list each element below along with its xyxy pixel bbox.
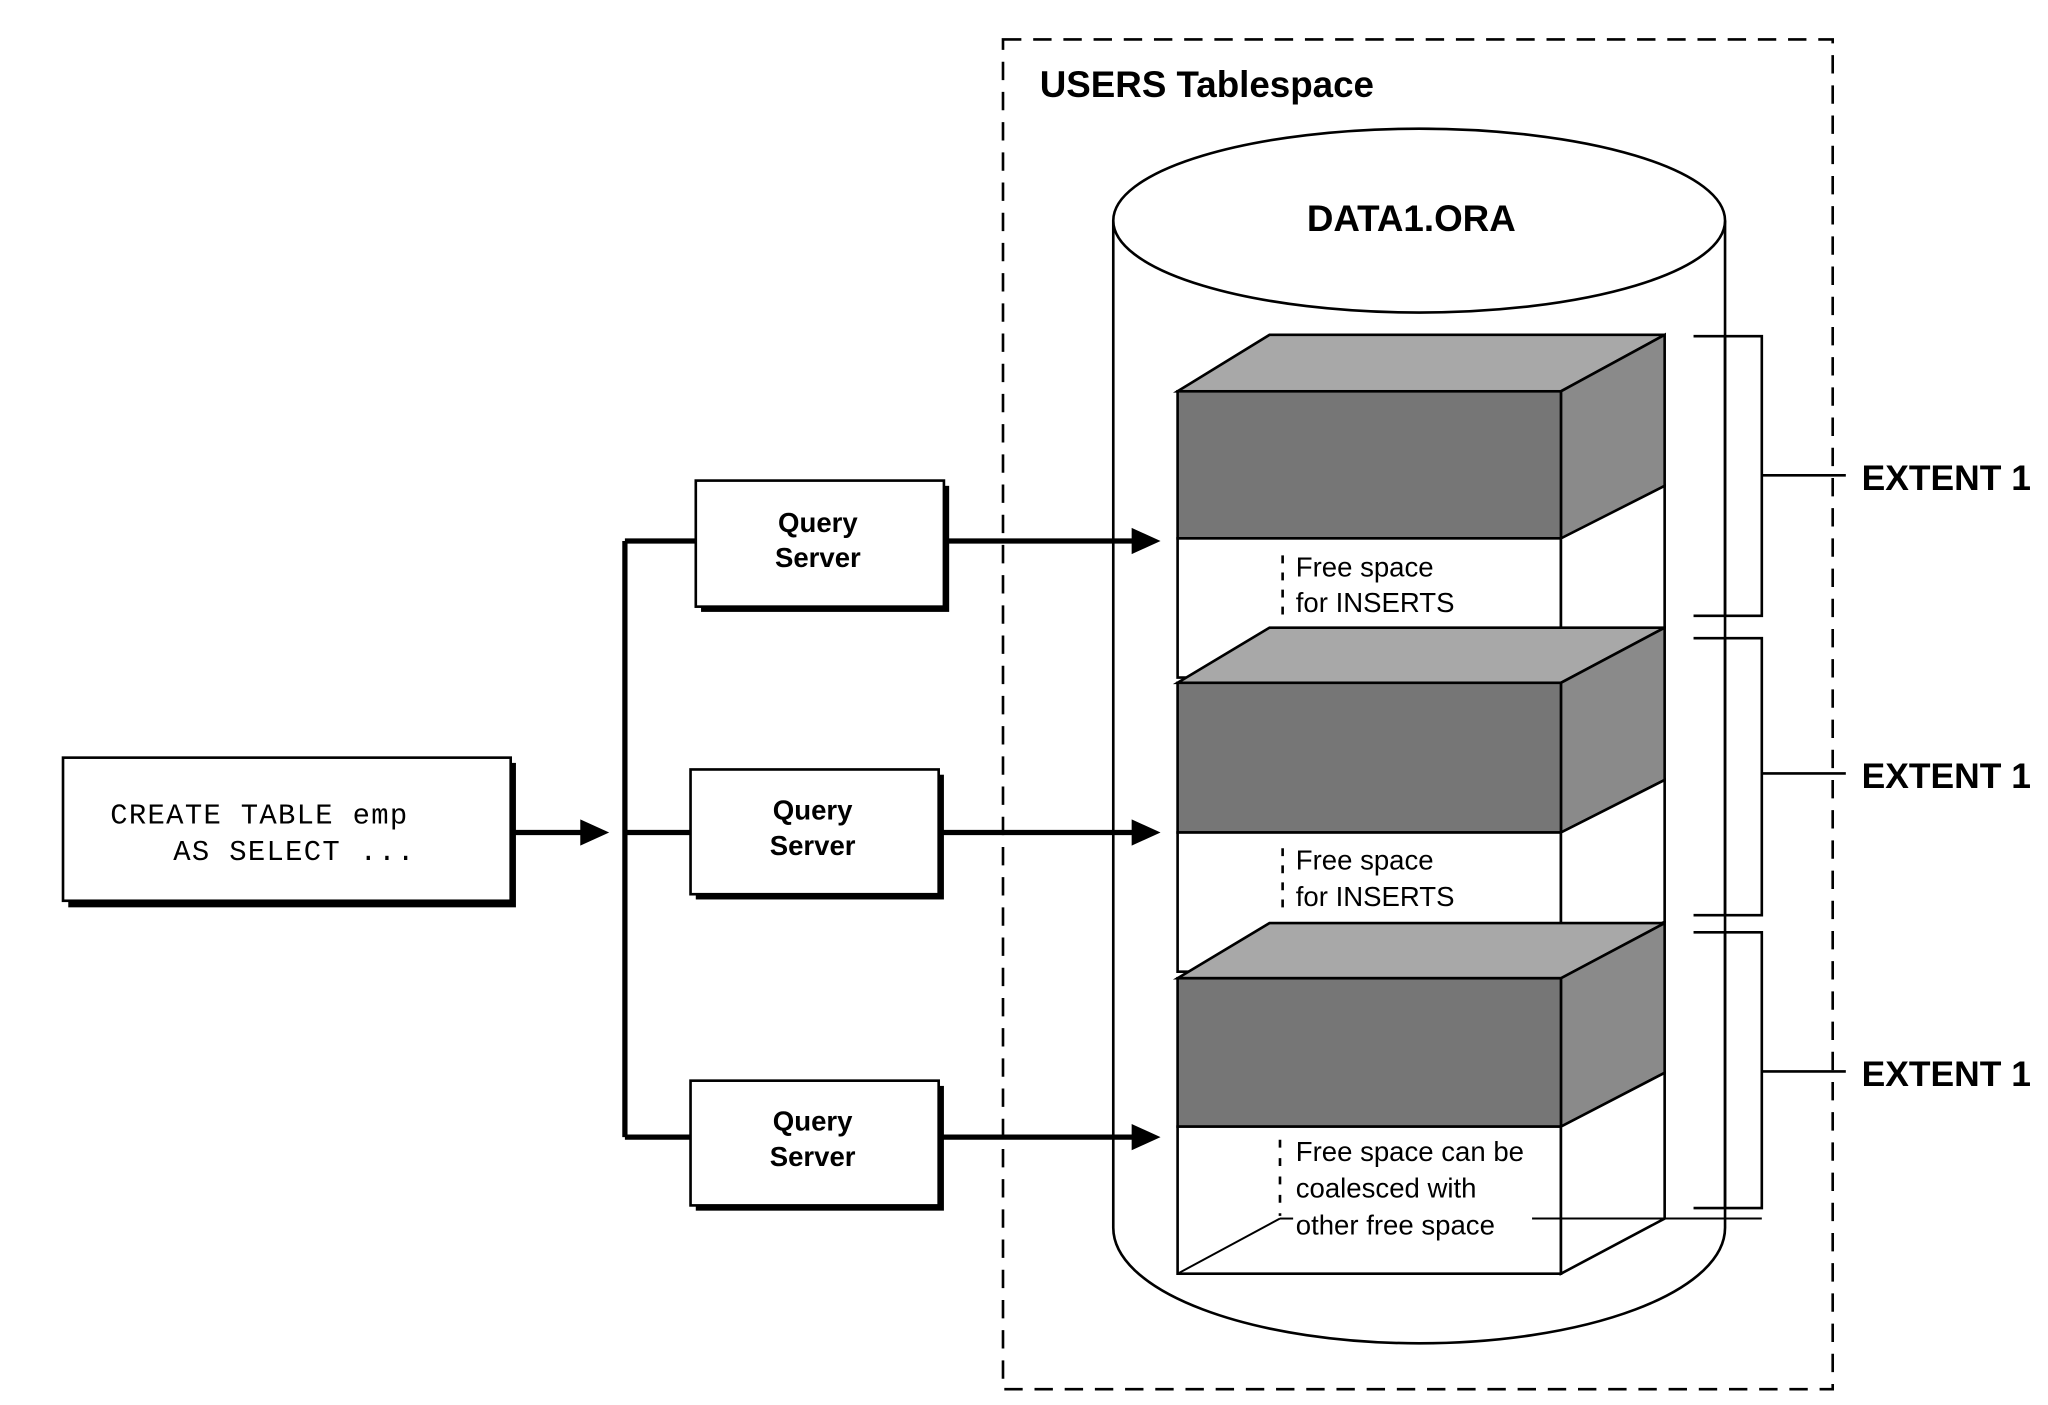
- free-space-label-1a: Free space: [1296, 551, 1434, 582]
- extent-label-1: EXTENT 1: [1862, 458, 2031, 498]
- query-server-1-label-b: Server: [775, 542, 861, 573]
- extent-label-2: EXTENT 1: [1862, 756, 2031, 796]
- query-server-1-label-a: Query: [778, 507, 858, 538]
- tablespace-frame: [1001, 38, 1835, 1391]
- extent-bracket-3: [1693, 930, 1846, 1210]
- extent-bracket-2: [1693, 636, 1846, 917]
- distribution-bus: [622, 538, 698, 1140]
- query-server-2-label-a: Query: [773, 794, 853, 825]
- query-server-2-label-b: Server: [770, 830, 856, 861]
- query-server-2-arrow: [942, 819, 1161, 846]
- extent-label-3: EXTENT 1: [1862, 1054, 2031, 1094]
- extent-block-1: [1172, 332, 1666, 680]
- free-space-label-2a: Free space: [1296, 844, 1434, 875]
- sql-statement-box: [61, 756, 516, 908]
- query-server-1-arrow: [947, 527, 1161, 555]
- tablespace-title: USERS Tablespace: [1040, 64, 1374, 105]
- query-server-3-label-b: Server: [770, 1141, 856, 1172]
- datafile-name: DATA1.ORA: [1307, 198, 1516, 239]
- query-server-3: [689, 1079, 944, 1211]
- query-server-3-arrow: [942, 1124, 1161, 1151]
- sql-line-1: CREATE TABLE emp: [110, 799, 408, 832]
- extent-block-3: [1172, 920, 1666, 1276]
- free-space-label-3a: Free space can be: [1296, 1136, 1524, 1167]
- free-space-label-1b: for INSERTS: [1296, 587, 1455, 618]
- extent-block-2: [1172, 625, 1666, 974]
- statement-arrow: [513, 819, 610, 846]
- free-space-label-3b: coalesced with: [1296, 1173, 1477, 1204]
- query-server-3-label-a: Query: [773, 1106, 853, 1137]
- query-server-2: [689, 768, 944, 900]
- query-server-1: [694, 479, 950, 612]
- free-space-label-3c: other free space: [1296, 1209, 1495, 1240]
- free-space-label-2b: for INSERTS: [1296, 881, 1455, 912]
- extent-bracket-1: [1693, 334, 1846, 618]
- sql-line-2: AS SELECT ...: [173, 836, 415, 869]
